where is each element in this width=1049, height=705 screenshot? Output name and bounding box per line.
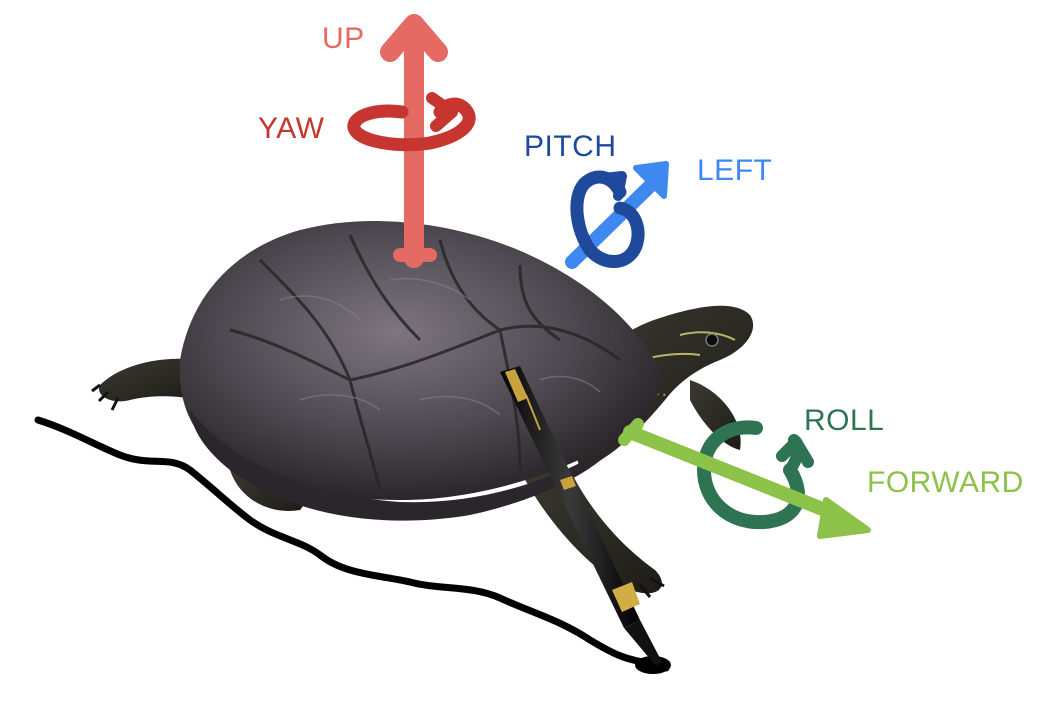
path-end-blob	[635, 656, 671, 674]
roll-label: ROLL	[804, 404, 884, 437]
pitch-label: PITCH	[524, 130, 617, 163]
yaw-rotation-arrow	[347, 92, 476, 152]
up-label: UP	[322, 22, 365, 55]
roll-rotation-arrow	[696, 420, 814, 530]
drawn-path-line	[34, 416, 670, 672]
left-label: LEFT	[697, 154, 772, 187]
up-axis-arrow	[380, 14, 448, 268]
pen-image	[500, 366, 662, 666]
pitch-rotation-arrow	[570, 170, 645, 268]
forward-axis-arrow	[618, 418, 871, 539]
turtle-image	[91, 221, 754, 598]
yaw-label: YAW	[258, 112, 325, 145]
forward-label: FORWARD	[867, 466, 1024, 499]
